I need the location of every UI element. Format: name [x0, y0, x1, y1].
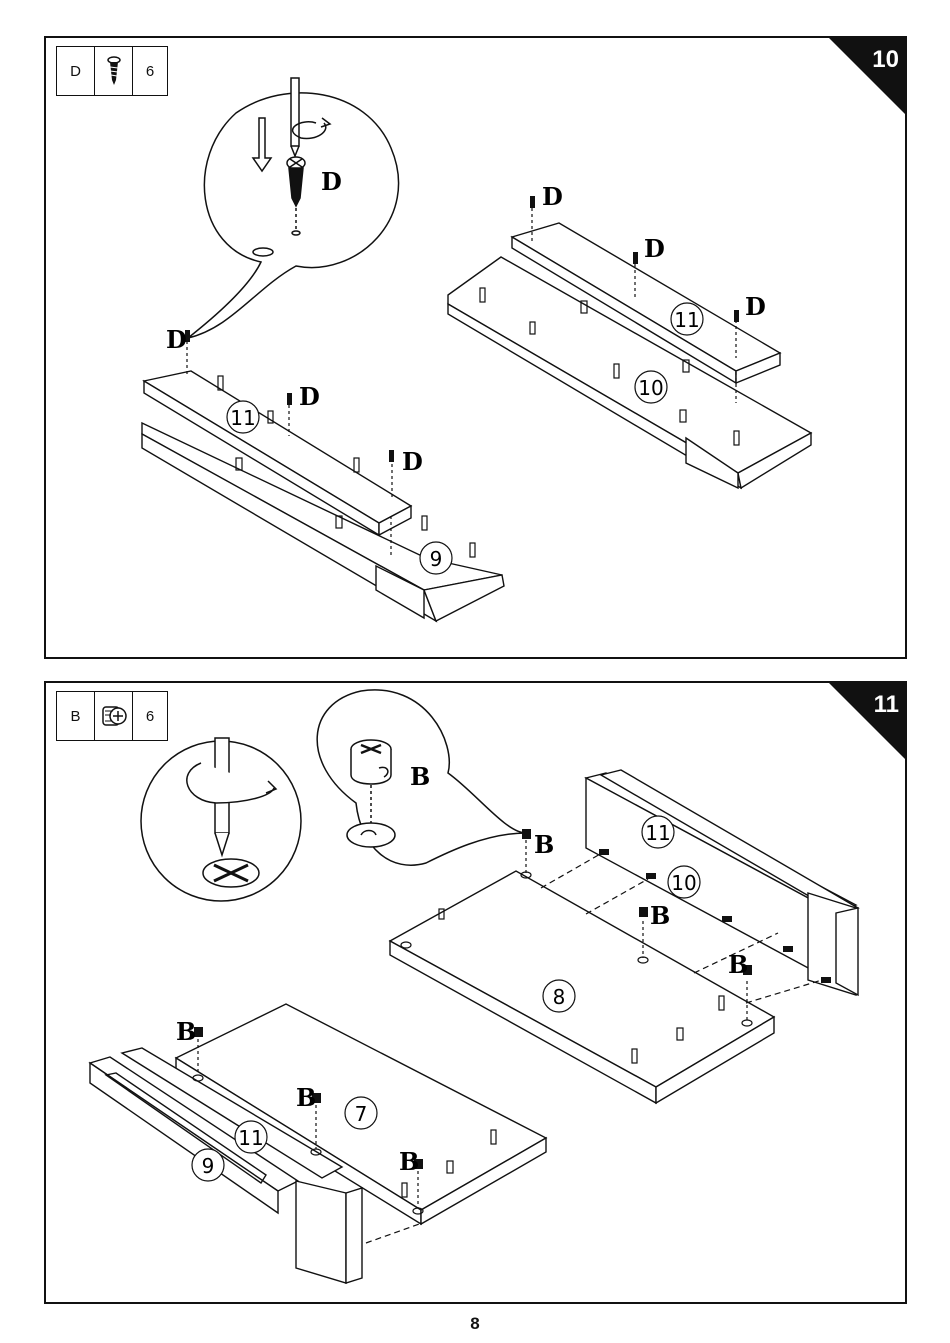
hardware-label: D	[644, 234, 665, 263]
hardware-label: B	[296, 1083, 316, 1112]
hardware-label: D	[166, 325, 187, 354]
hardware-label: D	[542, 182, 563, 211]
step-11-panel: B 6 11	[44, 681, 907, 1304]
hardware-label: D	[745, 292, 766, 321]
hardware-label: B	[650, 901, 670, 930]
hardware-label: B	[399, 1147, 419, 1176]
part-label-11: 11	[230, 406, 255, 430]
part-label-9: 9	[202, 1154, 215, 1178]
part-label-7: 7	[355, 1102, 368, 1126]
magnified-detail-screwdriver	[141, 738, 301, 901]
magnified-detail	[188, 78, 399, 338]
part-label-10: 10	[671, 871, 696, 895]
hardware-label: B	[728, 950, 748, 979]
part-label-11: 11	[645, 821, 670, 845]
part-label-9: 9	[430, 547, 443, 571]
step-10-panel: D 6 10	[44, 36, 907, 659]
hardware-label: B	[534, 830, 554, 859]
hardware-label: D	[299, 382, 320, 411]
part-label-11: 11	[238, 1126, 263, 1150]
step-11-diagram: B 8 11 10	[46, 683, 909, 1306]
page-number: 8	[0, 1314, 950, 1334]
hardware-label: D	[402, 447, 423, 476]
part-label-8: 8	[553, 985, 566, 1009]
step-10-diagram: D D D D	[46, 38, 909, 661]
hardware-label: D	[321, 167, 342, 196]
part-label-10: 10	[638, 376, 663, 400]
hardware-label: B	[410, 762, 430, 791]
hardware-label: B	[176, 1017, 196, 1046]
part-label-11: 11	[674, 308, 699, 332]
